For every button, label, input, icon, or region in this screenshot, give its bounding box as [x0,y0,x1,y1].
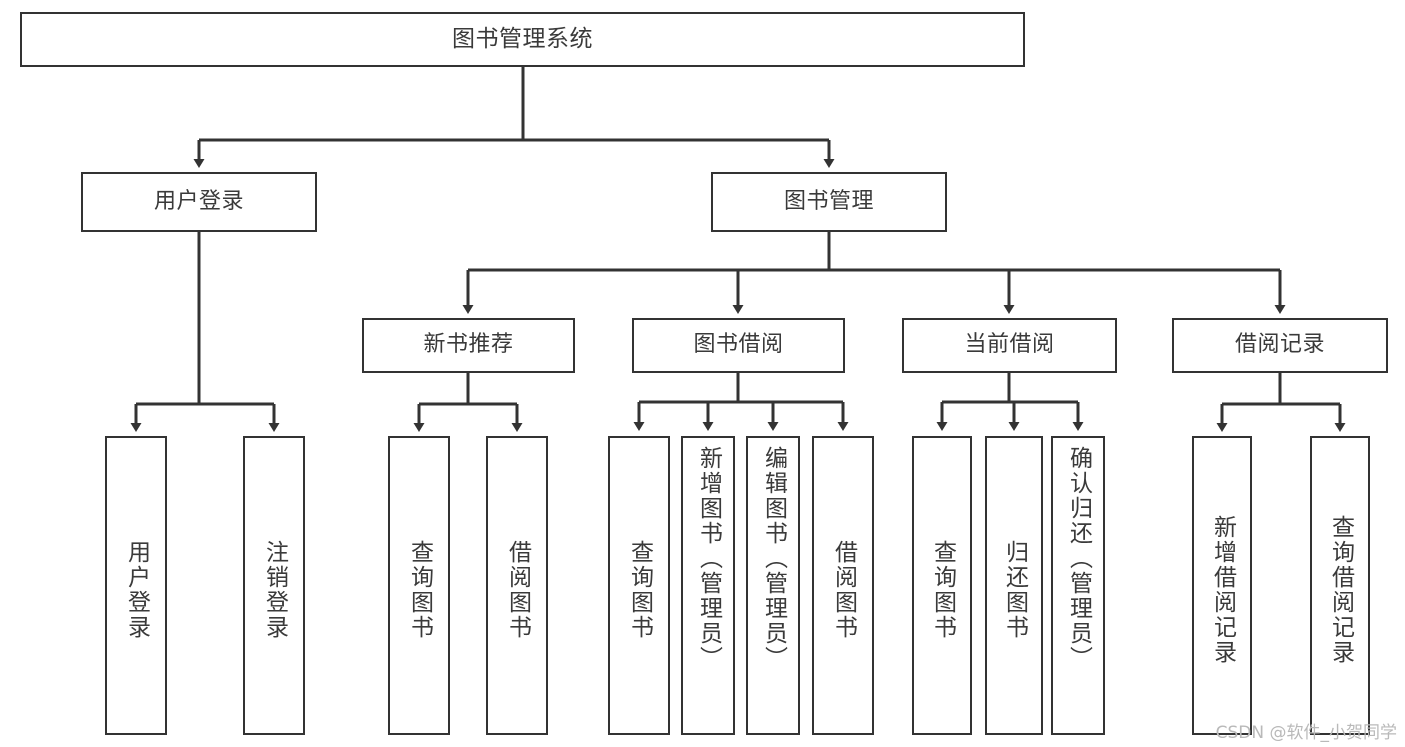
node-user-login-label: 用户登录 [153,188,244,214]
node-book-management[interactable]: 图书管理 [711,172,947,232]
node-leaf-query-borrow-record-label: 查询借阅记录 [1327,514,1354,665]
node-leaf-add-borrow-record[interactable]: 新增借阅记录 [1192,436,1252,735]
node-leaf-query-book-borrow-label: 查询图书 [626,539,653,640]
node-current-borrow[interactable]: 当前借阅 [902,318,1117,373]
node-leaf-borrow-book-label: 借阅图书 [830,539,857,640]
node-leaf-confirm-return-admin-label: 确认归还（管理员） [1065,446,1092,671]
node-book-borrow-label: 图书借阅 [693,332,784,358]
node-current-borrow-label: 当前借阅 [964,332,1055,358]
node-leaf-edit-book-admin[interactable]: 编辑图书（管理员） [746,436,800,735]
node-leaf-user-login[interactable]: 用户登录 [105,436,167,735]
node-book-borrow[interactable]: 图书借阅 [632,318,845,373]
node-borrow-record[interactable]: 借阅记录 [1172,318,1388,373]
node-leaf-edit-book-admin-label: 编辑图书（管理员） [760,446,787,671]
node-leaf-logout-label: 注销登录 [261,539,288,640]
node-book-management-label: 图书管理 [783,188,874,214]
node-leaf-return-book-label: 归还图书 [1001,539,1028,640]
node-leaf-query-book-borrow[interactable]: 查询图书 [608,436,670,735]
node-root-label: 图书管理系统 [452,25,593,52]
node-leaf-borrow-book[interactable]: 借阅图书 [812,436,874,735]
node-leaf-query-borrow-record[interactable]: 查询借阅记录 [1310,436,1370,735]
node-leaf-query-book-current-label: 查询图书 [929,539,956,640]
node-leaf-add-book-admin-label: 新增图书（管理员） [695,446,722,671]
node-leaf-confirm-return-admin[interactable]: 确认归还（管理员） [1051,436,1105,735]
node-new-book-recommend[interactable]: 新书推荐 [362,318,575,373]
node-root[interactable]: 图书管理系统 [20,12,1025,67]
node-leaf-borrow-book-new-label: 借阅图书 [504,539,531,640]
node-leaf-query-book-new[interactable]: 查询图书 [388,436,450,735]
node-new-book-recommend-label: 新书推荐 [423,332,514,358]
node-leaf-query-book-new-label: 查询图书 [406,539,433,640]
node-leaf-return-book[interactable]: 归还图书 [985,436,1043,735]
node-leaf-query-book-current[interactable]: 查询图书 [912,436,972,735]
node-leaf-borrow-book-new[interactable]: 借阅图书 [486,436,548,735]
node-leaf-user-login-label: 用户登录 [123,539,150,640]
csdn-watermark: CSDN @软件_小贺同学 [1215,723,1397,743]
node-leaf-add-book-admin[interactable]: 新增图书（管理员） [681,436,735,735]
node-leaf-logout[interactable]: 注销登录 [243,436,305,735]
node-leaf-add-borrow-record-label: 新增借阅记录 [1209,514,1236,665]
node-user-login[interactable]: 用户登录 [81,172,317,232]
node-borrow-record-label: 借阅记录 [1234,332,1325,358]
